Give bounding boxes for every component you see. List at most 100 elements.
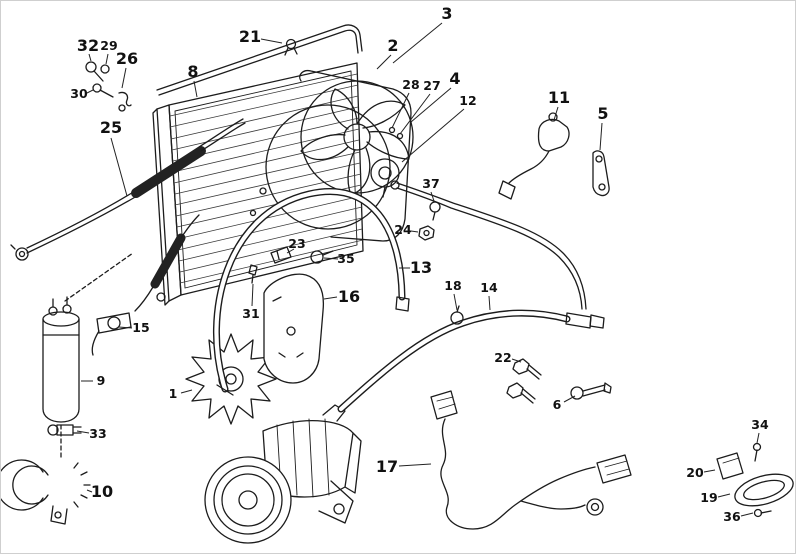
leader-line-15 (118, 326, 133, 329)
leader-line-24 (410, 230, 419, 233)
part-label-9: 9 (96, 372, 106, 388)
receiver-drier-drawing (42, 296, 80, 423)
part-label-13: 13 (409, 258, 433, 277)
part-label-11: 11 (547, 88, 571, 107)
leader-line-23 (286, 248, 295, 254)
suction-hose-14-drawing (337, 309, 605, 413)
leader-line-33 (76, 430, 90, 434)
screw-34-drawing (752, 442, 762, 462)
pipe-clip-37-drawing (429, 201, 441, 221)
discharge-hose-13-drawing (212, 188, 410, 396)
sight-glass-15-drawing (91, 312, 132, 356)
leader-line-3 (392, 22, 443, 64)
condenser-inlet-pipe-drawing (156, 24, 363, 96)
part-label-15: 15 (132, 319, 150, 335)
part-label-30: 30 (70, 85, 88, 101)
part-label-31: 31 (242, 305, 260, 321)
leader-line-35 (323, 257, 339, 260)
leader-line-16 (323, 296, 338, 300)
bracket-5-drawing (592, 150, 610, 197)
leader-line-31 (251, 283, 254, 307)
leader-line-30 (86, 89, 94, 94)
fan-motor-drawing (370, 126, 404, 198)
leader-line-22 (511, 358, 522, 363)
leader-line-37 (430, 191, 435, 202)
cover-plate-16-drawing (263, 273, 325, 384)
part-label-6: 6 (552, 396, 562, 412)
part-label-34: 34 (751, 416, 769, 432)
hose-25-drawing (10, 118, 246, 261)
part-label-24: 24 (394, 221, 412, 237)
condenser-drawing (152, 62, 364, 306)
part-label-16: 16 (337, 287, 361, 306)
part-label-36: 36 (723, 508, 741, 524)
compressor-drawing (204, 404, 362, 544)
leader-line-14 (488, 295, 491, 311)
part-label-14: 14 (480, 279, 498, 295)
leader-line-4 (410, 87, 452, 123)
leader-line-19 (717, 493, 731, 498)
housing-20-drawing (716, 452, 744, 480)
leader-line-8 (193, 80, 198, 98)
leader-line-20 (703, 469, 716, 473)
part-label-27: 27 (423, 77, 441, 93)
part-label-22: 22 (494, 349, 512, 365)
bolt-22-drawing (506, 358, 542, 404)
leader-line-21 (260, 38, 283, 44)
part-label-35: 35 (337, 250, 355, 266)
wire-harness-17-drawing (430, 390, 632, 530)
leader-line-6 (563, 395, 576, 403)
leader-line-34 (756, 432, 760, 444)
mount-stud-6-drawing (570, 382, 612, 400)
leader-line-10 (86, 489, 93, 493)
drier-assembly-dashes (60, 252, 134, 460)
part-label-8: 8 (187, 62, 199, 81)
fan-drawing (300, 80, 414, 196)
screw-36-drawing (753, 508, 772, 518)
leader-line-26 (121, 67, 127, 89)
fitting-23-drawing (270, 246, 292, 264)
part-label-19: 19 (700, 489, 718, 505)
part-label-25: 25 (99, 118, 123, 137)
leader-line-2 (376, 54, 392, 70)
part-label-2: 2 (387, 36, 399, 55)
fan-shroud-drawing (265, 69, 412, 242)
leader-line-12 (401, 108, 465, 163)
part-label-20: 20 (686, 464, 704, 480)
hardware-32-29-30-26-drawing (85, 61, 132, 112)
part-label-23: 23 (288, 235, 306, 251)
pipe-clip-21-drawing (284, 38, 298, 56)
part-label-33: 33 (89, 425, 107, 441)
band-clamp-10-drawing (1, 459, 91, 525)
part-label-10: 10 (90, 482, 114, 501)
leader-line-28 (391, 92, 410, 129)
part-label-21: 21 (238, 27, 262, 46)
hose-clamp-18-drawing (450, 305, 464, 325)
part-label-29: 29 (100, 37, 118, 53)
part-label-37: 37 (422, 175, 440, 191)
leader-line-11 (553, 106, 559, 121)
leader-line-36 (740, 512, 754, 517)
part-label-3: 3 (441, 4, 453, 23)
pin-31-drawing (248, 264, 258, 284)
part-label-26: 26 (115, 49, 139, 68)
leader-line-5 (599, 122, 603, 151)
part-label-1: 1 (168, 385, 178, 401)
leader-line-1 (180, 389, 193, 394)
leader-line-17 (398, 463, 432, 467)
lower-armored-hose-drawing (134, 214, 200, 312)
thermo-switch-11-drawing (498, 112, 570, 200)
bezel-19-drawing (734, 473, 794, 507)
fitting-35-drawing (310, 250, 334, 264)
part-label-12: 12 (459, 92, 477, 108)
part-label-17: 17 (375, 457, 399, 476)
leader-line-32 (88, 53, 92, 62)
leader-line-27 (399, 93, 431, 135)
leader-line-18 (453, 293, 458, 311)
part-label-32: 32 (76, 36, 100, 55)
part-label-28: 28 (402, 76, 420, 92)
